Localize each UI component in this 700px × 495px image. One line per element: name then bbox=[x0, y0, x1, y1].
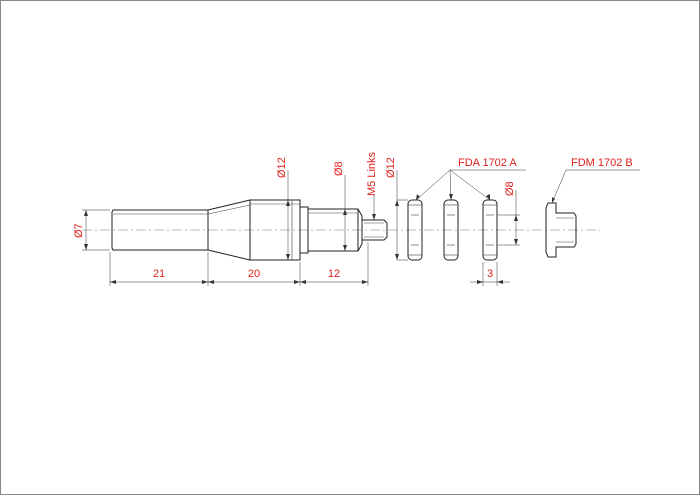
shaft bbox=[111, 199, 388, 261]
ring-width-3-label: 3 bbox=[487, 268, 493, 280]
diameter-12-ring-label: Ø12 bbox=[385, 157, 397, 178]
cap-part bbox=[545, 202, 577, 258]
part-b-label: FDM 1702 B bbox=[571, 157, 633, 169]
diameter-7-label: Ø7 bbox=[73, 223, 85, 238]
length-21-label: 21 bbox=[153, 268, 165, 280]
diameter-8-ring-label: Ø8 bbox=[504, 181, 516, 196]
length-12-label: 12 bbox=[328, 268, 340, 280]
length-20-label: 20 bbox=[248, 268, 260, 280]
ring-1 bbox=[407, 199, 423, 261]
thread-m5-label: M5 Links bbox=[366, 151, 378, 196]
diameter-12-shaft-label: Ø12 bbox=[276, 157, 288, 178]
dimension-lines bbox=[82, 169, 640, 286]
diameter-8-shaft-label: Ø8 bbox=[333, 161, 345, 176]
part-a-label: FDA 1702 A bbox=[458, 157, 517, 169]
